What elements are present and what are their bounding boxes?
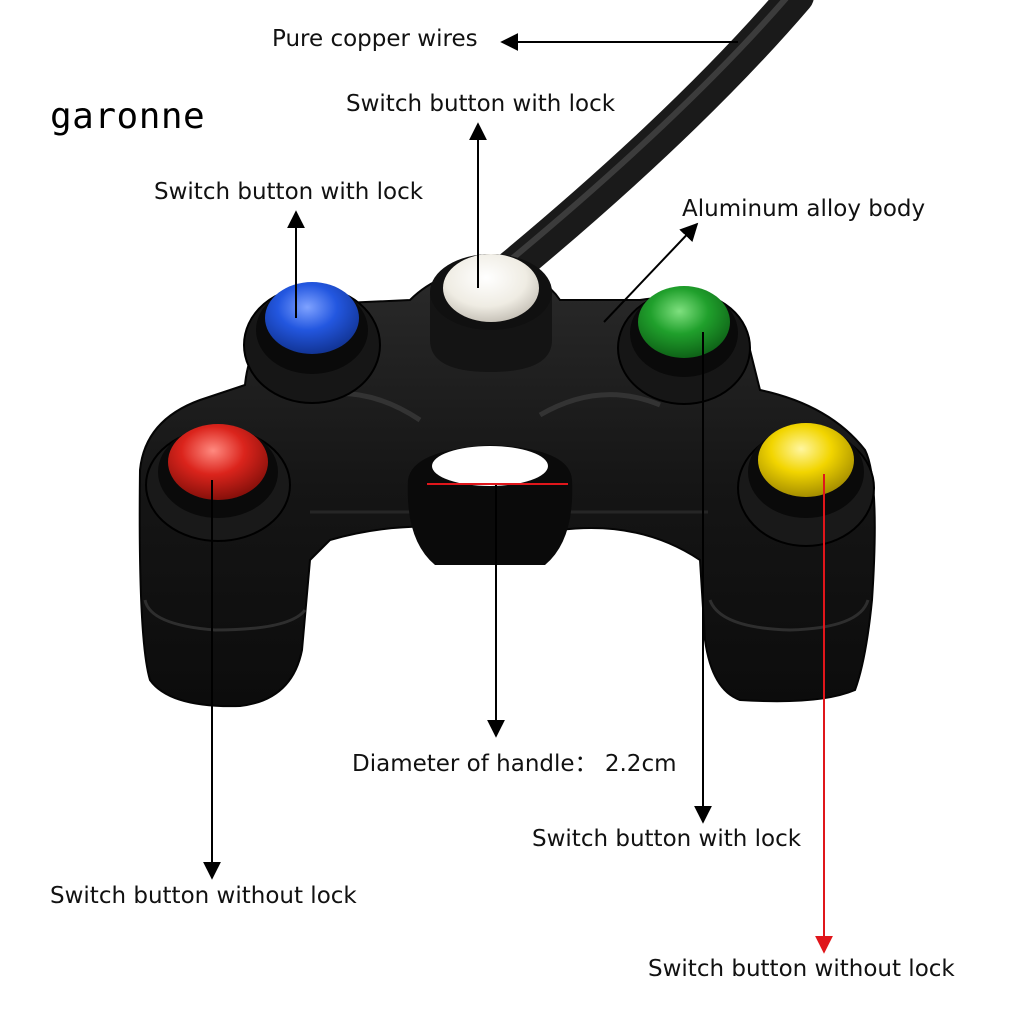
button-green: [617, 286, 751, 405]
button-red: [145, 424, 291, 542]
leader-body: [603, 222, 699, 323]
label-handle-diameter: Diameter of handle： 2.2cm: [352, 751, 677, 777]
brand-logo-text: garonne: [50, 96, 206, 137]
button-blue: [243, 282, 381, 404]
label-copper-wires: Pure copper wires: [272, 26, 478, 52]
cable-body: [494, 0, 814, 286]
label-bottom-right-button: Switch button with lock: [532, 826, 802, 852]
label-body: Aluminum alloy body: [682, 196, 926, 222]
label-front-left-button: Switch button without lock: [50, 883, 357, 909]
label-front-right-button: Switch button without lock: [648, 956, 955, 982]
label-top-left-button: Switch button with lock: [154, 179, 424, 205]
button-yellow: [737, 423, 875, 547]
label-top-center-button: Switch button with lock: [346, 91, 616, 117]
button-white: [430, 254, 552, 372]
